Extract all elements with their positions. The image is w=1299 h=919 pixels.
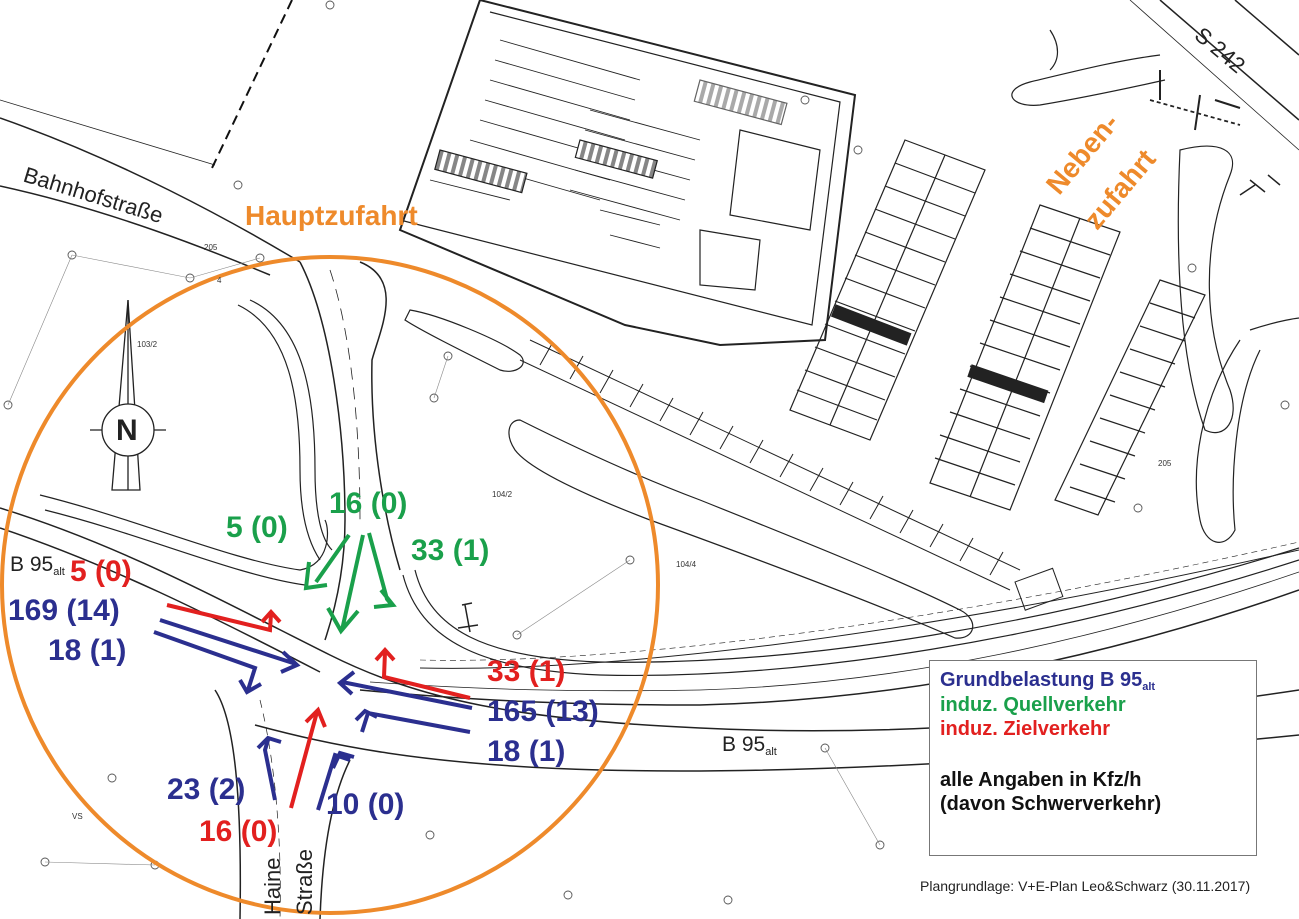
b95-label-east-sub: alt xyxy=(765,746,777,758)
haine-strasse-label-1: Haine xyxy=(260,857,285,915)
flow-west-red: 5 (0) xyxy=(70,555,132,588)
flow-east-blue-2: 18 (1) xyxy=(487,735,566,768)
flow-south-red: 16 (0) xyxy=(199,815,278,848)
flow-east-red: 33 (1) xyxy=(487,655,566,688)
plot-104-2: 104/2 xyxy=(492,490,513,499)
flow-east-blue-1: 165 (13) xyxy=(487,695,599,728)
base-load-arrows xyxy=(153,618,473,811)
main-access-road xyxy=(299,261,401,641)
flow-west-blue-1: 169 (14) xyxy=(8,594,120,627)
legend-units-line2: (davon Schwerverkehr) xyxy=(940,792,1162,815)
light-pole-symbols xyxy=(457,174,1281,633)
plan-credit: Plangrundlage: V+E-Plan Leo&Schwarz (30.… xyxy=(920,878,1251,894)
north-arrow-icon xyxy=(90,299,166,491)
flow-green-right: 33 (1) xyxy=(411,534,490,567)
legend-base-sub: alt xyxy=(1142,681,1156,693)
legend-source: induz. Quellverkehr xyxy=(940,693,1126,716)
b95-label-east: B 95alt xyxy=(722,733,777,758)
s242-road xyxy=(1129,0,1299,151)
haine-strasse-road xyxy=(214,689,351,919)
bahnhofstrasse-road xyxy=(0,99,301,276)
legend-spacer xyxy=(940,741,1246,769)
plot-205-b: 205 xyxy=(1158,459,1172,468)
b95-label-west-main: B 95 xyxy=(10,553,54,576)
hauptzufahrt-circle xyxy=(0,255,660,915)
north-letter: N xyxy=(116,414,138,447)
flow-south-blue-right: 10 (0) xyxy=(326,788,405,821)
legend-target: induz. Zielverkehr xyxy=(940,717,1111,740)
plot-104-4: 104/4 xyxy=(676,560,697,569)
target-traffic-arrows xyxy=(166,603,471,809)
b95-label-west: B 95alt xyxy=(10,553,65,578)
legend-base: Grundbelastung B 95alt xyxy=(940,669,1246,694)
legend-box: Grundbelastung B 95alt induz. Quellverke… xyxy=(929,660,1257,856)
flow-west-blue-2: 18 (1) xyxy=(48,634,127,667)
flow-south-blue-left: 23 (2) xyxy=(167,773,246,806)
source-traffic-arrows xyxy=(303,532,397,635)
flow-green-middle: 16 (0) xyxy=(329,487,408,520)
plot-4: 4 xyxy=(217,276,222,285)
market-building xyxy=(398,0,857,347)
hauptzufahrt-label: Hauptzufahrt xyxy=(245,200,418,231)
plot-103-2: 103/2 xyxy=(137,340,158,349)
parking-block-3 xyxy=(1054,279,1206,516)
parking-block-2 xyxy=(929,204,1121,511)
plot-205-a: 205 xyxy=(204,243,218,252)
flow-green-left: 5 (0) xyxy=(226,511,288,544)
plot-boundary xyxy=(211,0,293,169)
parking-block-1 xyxy=(789,139,986,441)
legend-base-main: Grundbelastung B 95 xyxy=(940,669,1143,691)
legend-units-line1: alle Angaben in Kfz/h xyxy=(940,769,1142,792)
haine-strasse-label-2: Straße xyxy=(292,848,317,915)
plot-vs: VS xyxy=(72,812,83,821)
b95-label-west-sub: alt xyxy=(53,566,65,578)
survey-lines xyxy=(7,254,881,866)
b95-label-east-main: B 95 xyxy=(722,733,766,756)
